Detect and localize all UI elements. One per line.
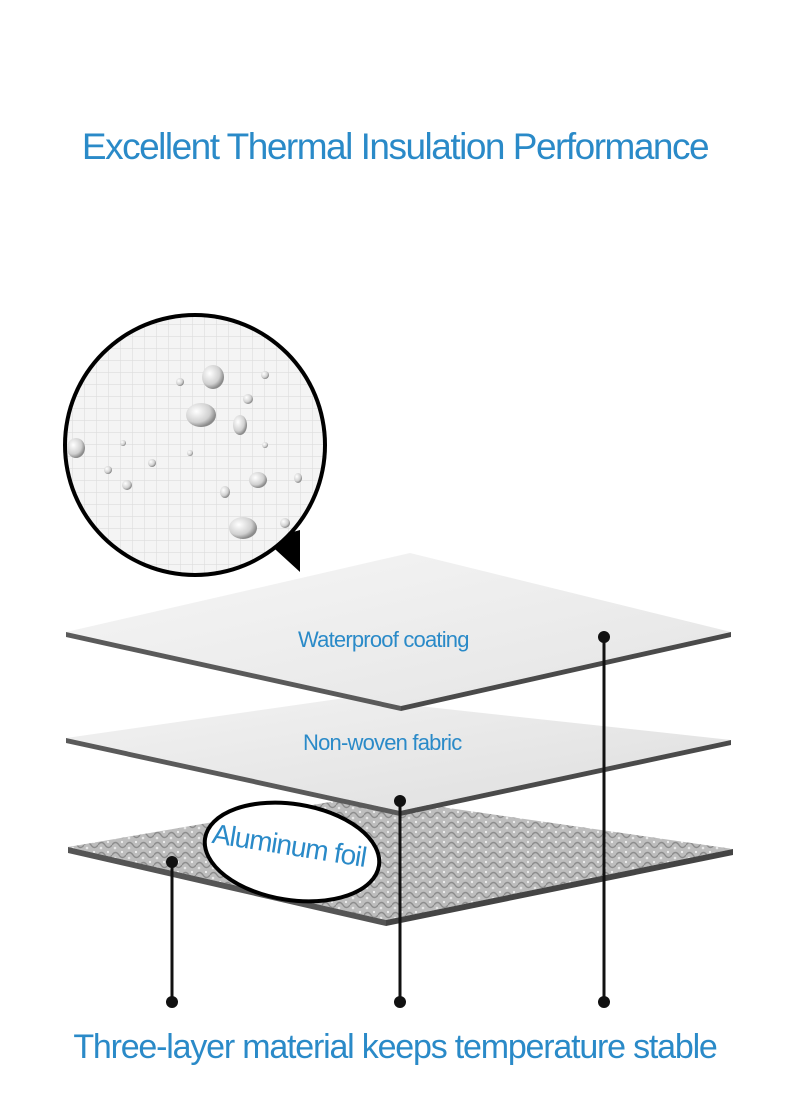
page-title: Excellent Thermal Insulation Performance <box>81 126 710 167</box>
waterproof-coating-layer <box>66 553 731 711</box>
non-woven-fabric-layer <box>66 698 731 816</box>
footer-caption: Three-layer material keeps temperature s… <box>73 1028 718 1066</box>
magnified-texture-callout <box>63 313 327 577</box>
leader-lines <box>166 631 610 1008</box>
non-woven-fabric-label: Non-woven fabric <box>303 730 462 755</box>
foil-label-oval <box>202 800 382 904</box>
waterproof-coating-label: Waterproof coating <box>298 627 469 652</box>
